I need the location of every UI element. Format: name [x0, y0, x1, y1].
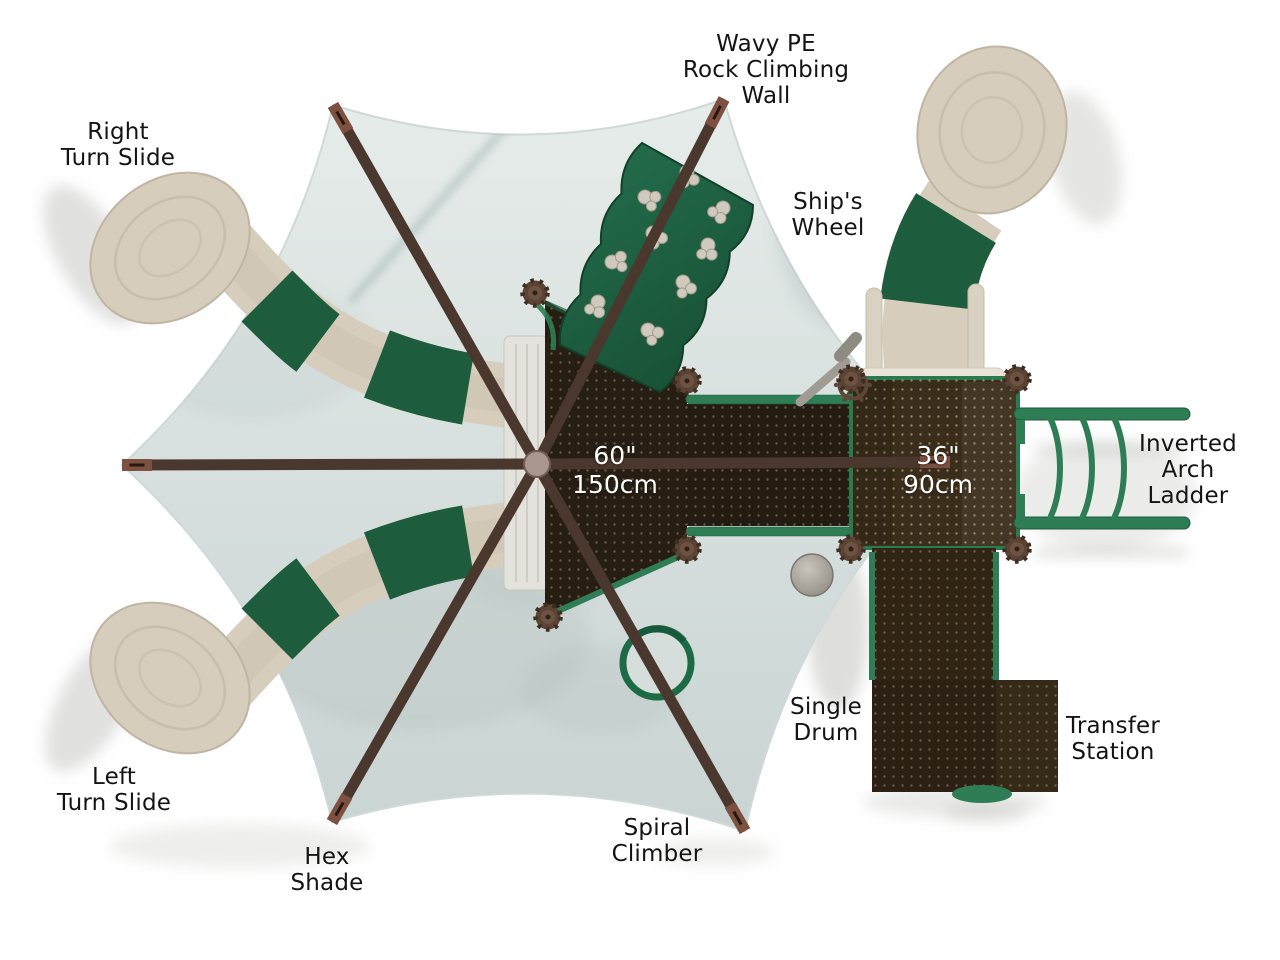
deck-post [675, 537, 700, 562]
label-spiral-climber: Spiral Climber [611, 815, 703, 867]
label-right-turn-slide: Right Turn Slide [60, 119, 176, 171]
deck-post [839, 367, 864, 392]
shade-pole-upper-right [532, 96, 729, 467]
shade-hub [523, 450, 551, 478]
left-turn-slide-exit-flare [89, 601, 251, 755]
left-turn-slide [89, 502, 514, 755]
deck-post [1005, 537, 1030, 562]
right-turn-slide [89, 171, 514, 428]
deck-post [839, 537, 864, 562]
shade-pole-lower-right [532, 461, 750, 834]
shade-pole-lower-left [327, 461, 542, 825]
wave-slide [859, 45, 1068, 385]
label-transfer-station: Transfer Station [1065, 713, 1161, 765]
dimension-center-deck: 60" 150cm [572, 441, 658, 499]
deck-post [675, 369, 700, 394]
label-hex-shade: Hex Shade [290, 844, 364, 896]
deck-post [1005, 367, 1030, 392]
shade-pole-upper-left [328, 102, 542, 467]
dimension-right-deck: 36" 90cm [903, 441, 973, 499]
shade-pole-right [536, 456, 951, 470]
wave-slide-exit-flare [916, 45, 1068, 215]
label-wavy-pe-rock-climbing-wall: Wavy PE Rock Climbing Wall [682, 31, 850, 109]
deck-post [523, 281, 548, 306]
label-left-turn-slide: Left Turn Slide [56, 764, 172, 816]
deck-post [536, 605, 561, 630]
ships-wheel [795, 332, 873, 407]
inverted-arch-ladder [1013, 407, 1191, 530]
label-ships-wheel: Ship's Wheel [791, 189, 865, 241]
single-drum [790, 553, 834, 597]
shade-poles [121, 96, 951, 834]
right-turn-slide-exit-flare [89, 171, 251, 325]
shade-pole-left [121, 458, 538, 471]
transfer-station [869, 548, 1058, 803]
label-inverted-arch-ladder: Inverted Arch Ladder [1139, 431, 1237, 509]
label-single-drum: Single Drum [790, 694, 862, 746]
